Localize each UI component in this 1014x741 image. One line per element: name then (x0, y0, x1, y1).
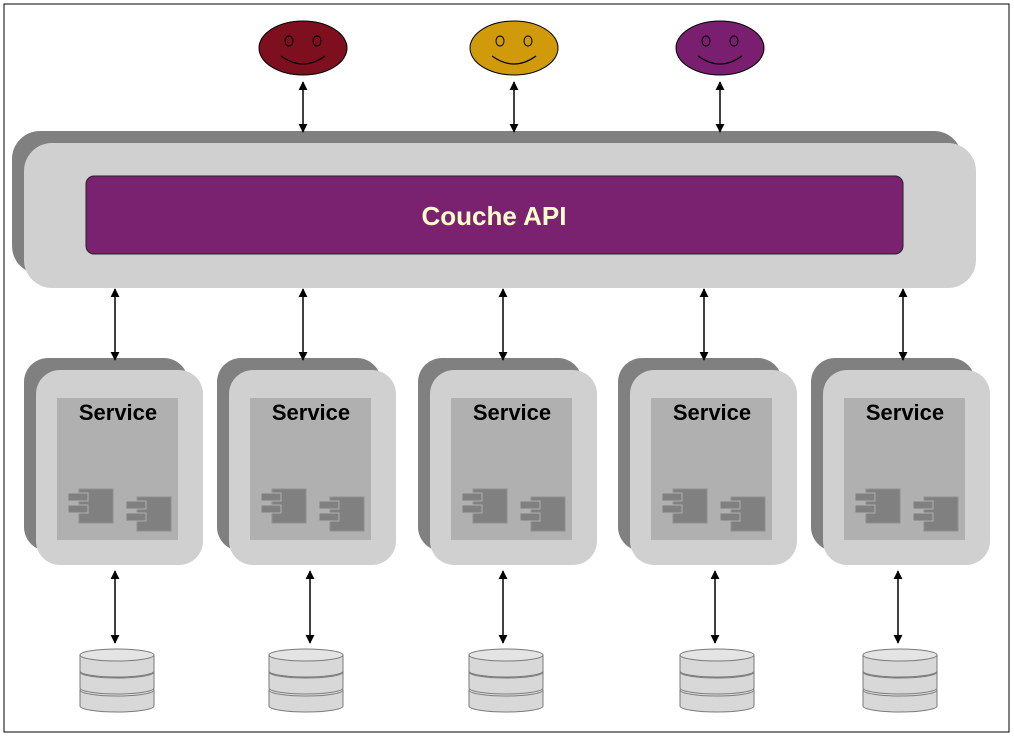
user-left-eye (284, 35, 294, 47)
database-icon (268, 648, 344, 713)
users-group (258, 20, 765, 76)
component-icon (318, 496, 365, 532)
component-port (461, 492, 483, 502)
user-smiley-icon (469, 20, 559, 76)
component-port (912, 500, 934, 510)
user-right-eye (312, 35, 322, 47)
service-box: Service (418, 358, 597, 565)
service-label: Service (866, 400, 944, 425)
component-icon (912, 496, 959, 532)
component-port (661, 504, 683, 514)
component-port (260, 492, 282, 502)
database-disk-top (862, 648, 938, 662)
component-icon (260, 488, 307, 524)
component-port (125, 500, 147, 510)
component-icon (67, 488, 114, 524)
component-port (125, 512, 147, 522)
user-smile (280, 55, 326, 65)
component-port (260, 504, 282, 514)
service-box: Service (217, 358, 396, 565)
component-port (854, 504, 876, 514)
user-right-eye (523, 35, 533, 47)
user-smile (697, 55, 743, 65)
component-port (67, 492, 89, 502)
component-port (461, 504, 483, 514)
services-group: Service Service Service Service Service (24, 358, 990, 565)
user-smiley-icon (258, 20, 348, 76)
api-layer-panel: Couche API (12, 131, 976, 288)
user-face (258, 20, 348, 76)
service-label: Service (79, 400, 157, 425)
database-disk-top (268, 648, 344, 662)
user-smiley-icon (675, 20, 765, 76)
component-icon (854, 488, 901, 524)
component-icon (719, 496, 766, 532)
service-label: Service (673, 400, 751, 425)
component-port (912, 512, 934, 522)
databases-group (79, 648, 938, 713)
user-right-eye (729, 35, 739, 47)
component-icon (461, 488, 508, 524)
api-layer-label: Couche API (422, 201, 567, 231)
database-icon (79, 648, 155, 713)
service-box: Service (618, 358, 797, 565)
user-left-eye (701, 35, 711, 47)
database-icon (468, 648, 544, 713)
component-port (318, 500, 340, 510)
database-disk-top (679, 648, 755, 662)
component-port (661, 492, 683, 502)
component-icon (519, 496, 566, 532)
component-port (854, 492, 876, 502)
component-icon (661, 488, 708, 524)
component-port (719, 500, 741, 510)
component-port (318, 512, 340, 522)
database-icon (862, 648, 938, 713)
user-face (469, 20, 559, 76)
user-left-eye (495, 35, 505, 47)
component-port (67, 504, 89, 514)
component-icon (125, 496, 172, 532)
user-smile (491, 55, 537, 65)
component-port (519, 500, 541, 510)
component-port (519, 512, 541, 522)
arrows-group (110, 81, 908, 644)
service-label: Service (272, 400, 350, 425)
service-label: Service (473, 400, 551, 425)
database-disk-top (468, 648, 544, 662)
api-layer-bar (85, 175, 904, 255)
database-disk-top (79, 648, 155, 662)
component-port (719, 512, 741, 522)
service-box: Service (811, 358, 990, 565)
service-box: Service (24, 358, 203, 565)
user-face (675, 20, 765, 76)
database-icon (679, 648, 755, 713)
